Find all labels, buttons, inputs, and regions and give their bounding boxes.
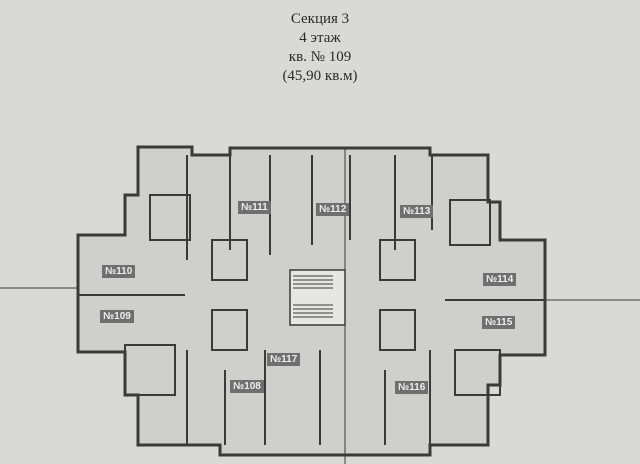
section-label: Секция 3 <box>290 11 350 27</box>
apartment-number: кв. № 109 <box>288 49 352 65</box>
apartment-area: (45,90 кв.м) <box>282 68 358 84</box>
apartment-label-115: №115 <box>482 316 516 329</box>
apartment-label-109: №109 <box>100 310 134 323</box>
apartment-label-108: №108 <box>230 380 264 393</box>
apartment-label-112: №112 <box>316 203 350 216</box>
apartment-label-111: №111 <box>238 201 271 214</box>
apartment-label-113: №113 <box>400 205 434 218</box>
apartment-label-110: №110 <box>102 265 136 278</box>
apartment-label-114: №114 <box>483 273 517 286</box>
grid-lines <box>0 148 640 464</box>
apartment-label-116: №116 <box>395 381 429 394</box>
apartment-label-117: №117 <box>267 353 301 366</box>
plan-caption: Секция 3 4 этаж кв. № 109 (45,90 кв.м) <box>240 10 400 86</box>
stairwell <box>289 269 346 326</box>
floor-label: 4 этаж <box>299 30 341 46</box>
